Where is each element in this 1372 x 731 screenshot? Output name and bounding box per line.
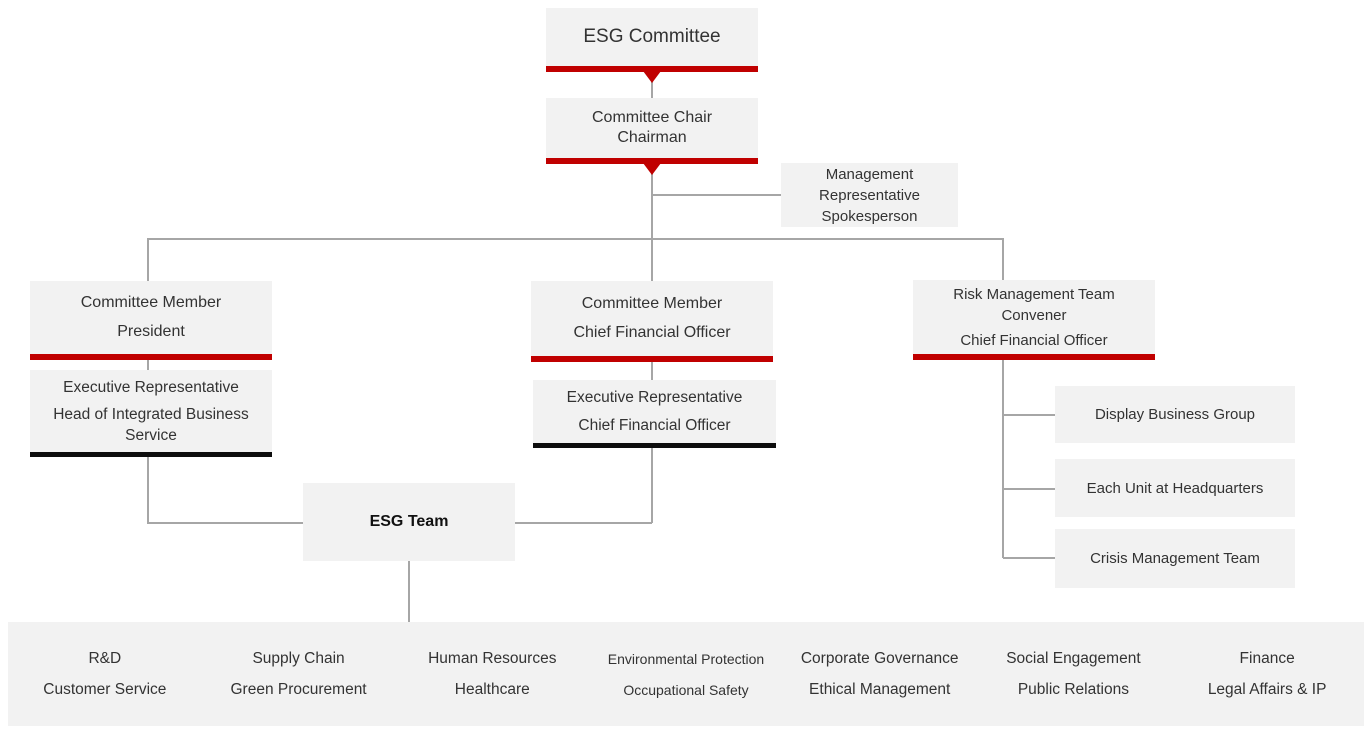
connector-risk-down — [1002, 360, 1004, 558]
function-label: Finance — [1239, 649, 1295, 667]
function-label: Social Engagement — [1006, 649, 1141, 667]
box-risk-team: Risk Management Team Convener Chief Fina… — [913, 280, 1155, 360]
box-esg-committee: ESG Committee — [546, 8, 758, 72]
connector-root-to-chair — [651, 72, 653, 98]
connector-main-horizontal — [148, 238, 1003, 240]
box-role: Committee Member — [80, 294, 222, 311]
connector-president-to-exec — [147, 360, 149, 370]
function-label: Green Procurement — [230, 680, 367, 698]
box-person: Chief Financial Officer — [578, 417, 731, 434]
box-title: Crisis Management Team — [1090, 550, 1260, 567]
connector-drop-right — [1002, 238, 1004, 280]
box-spokesperson: Management Representative Spokesperson — [781, 163, 958, 227]
box-role: Committee Chair — [591, 109, 713, 126]
box-esg-team: ESG Team — [303, 483, 515, 561]
function-label: Corporate Governance — [800, 649, 959, 667]
box-title: ESG Team — [369, 513, 449, 530]
box-display-business-group: Display Business Group — [1055, 386, 1295, 443]
box-role: Executive Representative — [63, 378, 239, 396]
arrow-down-icon — [643, 163, 661, 175]
box-role: Committee Member — [581, 295, 723, 312]
function-label: Human Resources — [428, 649, 557, 667]
function-label: Environmental Protection — [607, 650, 765, 667]
connector-drop-middle — [651, 238, 653, 281]
box-person: Chief Financial Officer — [960, 331, 1108, 349]
box-crisis-management-team: Crisis Management Team — [1055, 529, 1295, 588]
box-member-cfo: Committee Member Chief Financial Officer — [531, 281, 773, 362]
box-person: Chief Financial Officer — [573, 324, 731, 341]
box-person: Chairman — [617, 129, 687, 146]
box-person: President — [117, 323, 185, 340]
function-label: Supply Chain — [252, 649, 345, 667]
arrow-down-icon — [643, 71, 661, 83]
box-exec-president: Executive Representative Head of Integra… — [30, 370, 272, 457]
box-role: Risk Management Team Convener — [953, 285, 1115, 324]
box-each-unit-headquarters: Each Unit at Headquarters — [1055, 459, 1295, 517]
esg-functions-panel: R&D Supply Chain Human Resources Environ… — [8, 622, 1364, 726]
function-label: Legal Affairs & IP — [1207, 680, 1327, 698]
connector-to-spokesperson — [652, 194, 781, 196]
connector-exec-left-down — [147, 457, 149, 523]
function-label: R&D — [88, 649, 122, 667]
function-label: Customer Service — [43, 680, 167, 698]
connector-esgteam-to-functions — [408, 561, 410, 622]
box-person: Head of Integrated Business Service — [53, 405, 249, 444]
function-label: Public Relations — [1017, 680, 1129, 698]
connector-exec-mid-down — [651, 448, 653, 523]
connector-to-display-group — [1003, 414, 1055, 416]
function-label: Healthcare — [454, 680, 530, 698]
box-title: Display Business Group — [1094, 406, 1256, 423]
box-member-president: Committee Member President — [30, 281, 272, 360]
connector-cfo-to-exec — [651, 362, 653, 380]
box-role: Management Representative — [819, 165, 920, 204]
connector-chair-down — [651, 164, 653, 238]
function-label: Ethical Management — [809, 680, 951, 698]
box-exec-cfo: Executive Representative Chief Financial… — [533, 380, 776, 448]
box-title: ESG Committee — [583, 26, 721, 47]
function-label: Occupational Safety — [623, 681, 749, 698]
box-committee-chair: Committee Chair Chairman — [546, 98, 758, 164]
box-person: Spokesperson — [821, 207, 918, 225]
box-role: Executive Representative — [566, 389, 743, 406]
connector-drop-left — [147, 238, 149, 281]
connector-mid-to-esgteam — [515, 522, 652, 524]
connector-left-to-esgteam — [147, 522, 303, 524]
connector-to-crisis-team — [1003, 557, 1055, 559]
connector-to-each-unit — [1003, 488, 1055, 490]
box-title: Each Unit at Headquarters — [1086, 479, 1264, 497]
